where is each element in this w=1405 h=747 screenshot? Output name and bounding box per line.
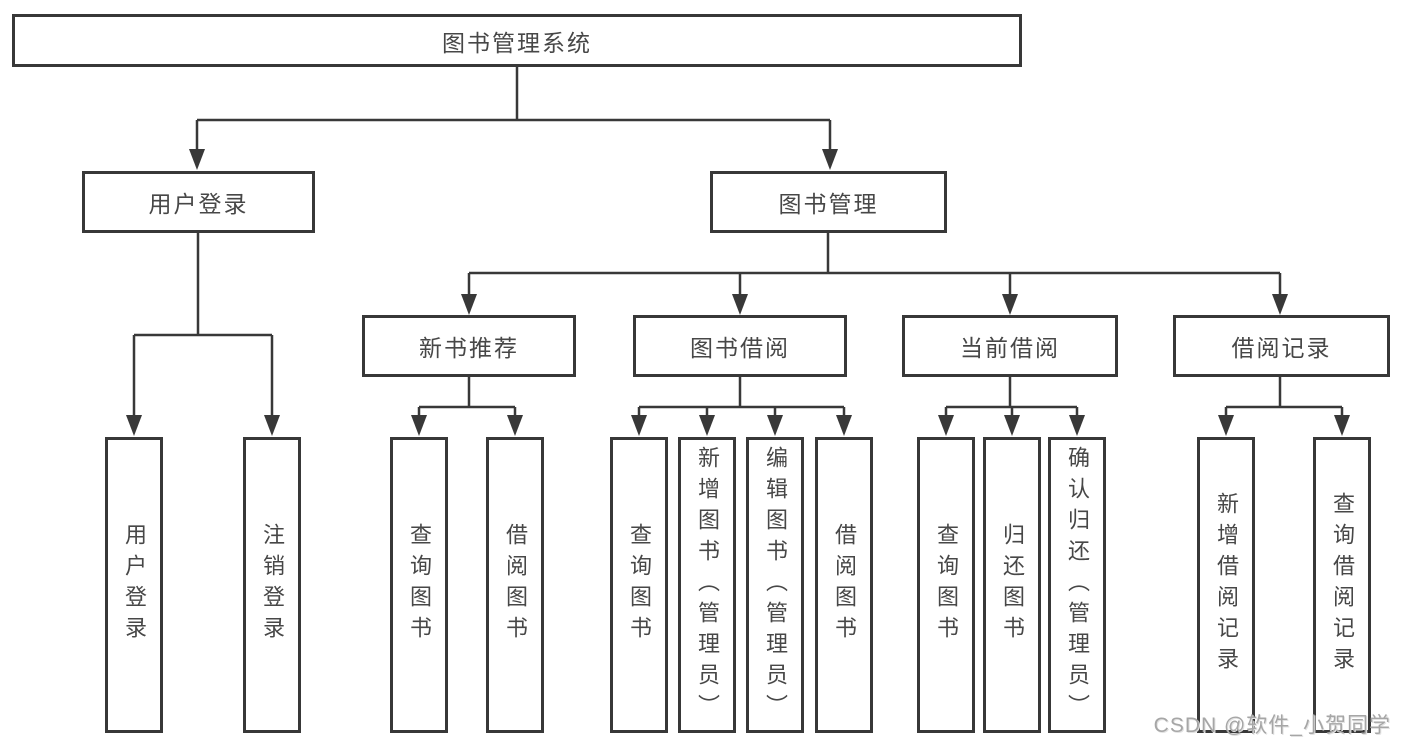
leaf-edit-books-admin: 编辑图书（管理员） (746, 437, 804, 733)
node-library-management-system: 图书管理系统 (12, 14, 1022, 67)
leaf-query-books-1: 查询图书 (390, 437, 448, 733)
node-book-borrow: 图书借阅 (633, 315, 847, 377)
watermark: CSDN @软件_小贺同学 (1153, 714, 1391, 737)
connector-current-borrow-branch (938, 377, 1085, 436)
leaf-add-books-admin: 新增图书（管理员） (678, 437, 736, 733)
leaf-add-borrow-record: 新增借阅记录 (1197, 437, 1255, 733)
node-current-borrow: 当前借阅 (902, 315, 1118, 377)
connector-root-to-level2 (189, 67, 838, 170)
connector-book-borrow-branch (631, 377, 852, 436)
connector-book-management-branch (461, 233, 1288, 315)
node-book-management: 图书管理 (710, 171, 947, 233)
leaf-confirm-return-admin: 确认归还（管理员） (1048, 437, 1106, 733)
leaf-logout: 注销登录 (243, 437, 301, 733)
leaf-query-books-2: 查询图书 (610, 437, 668, 733)
connector-borrow-record-branch (1218, 377, 1350, 436)
leaf-user-login: 用户登录 (105, 437, 163, 733)
leaf-query-borrow-record: 查询借阅记录 (1313, 437, 1371, 733)
leaf-borrow-books-2: 借阅图书 (815, 437, 873, 733)
connector-new-book-branch (411, 377, 523, 436)
leaf-borrow-books-1: 借阅图书 (486, 437, 544, 733)
node-new-book-recommend: 新书推荐 (362, 315, 576, 377)
node-user-login: 用户登录 (82, 171, 315, 233)
connector-user-login-branch (126, 233, 280, 436)
leaf-query-books-3: 查询图书 (917, 437, 975, 733)
leaf-return-books: 归还图书 (983, 437, 1041, 733)
node-borrow-record: 借阅记录 (1173, 315, 1390, 377)
